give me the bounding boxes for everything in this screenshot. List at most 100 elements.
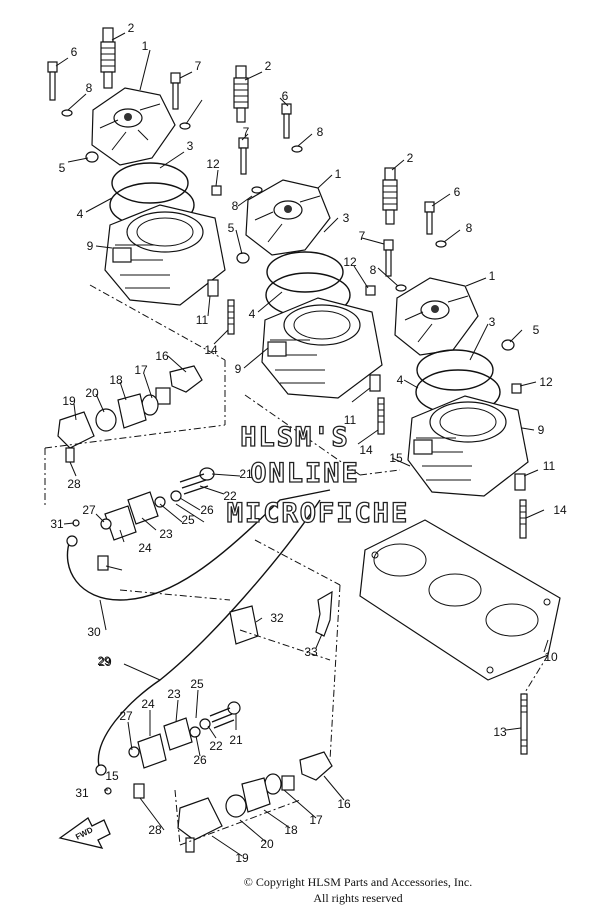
callout-label: 11: [344, 413, 357, 427]
callout-label: 5: [59, 161, 66, 175]
callout-label: 10: [544, 650, 558, 664]
callout-label: 4: [397, 373, 404, 387]
callout-label: 25: [181, 513, 195, 527]
callout-label: 23: [159, 527, 173, 541]
callout-label: 14: [204, 343, 218, 357]
callout-label: 30: [87, 625, 101, 639]
callout-label: 14: [359, 443, 373, 457]
cylinder-assembly-right: [382, 167, 529, 539]
callout-label: 18: [284, 823, 298, 837]
callout-label: 19: [235, 851, 249, 865]
callout-label: 3: [343, 211, 350, 225]
callout-label: 8: [232, 199, 239, 213]
callout-label: 16: [337, 797, 351, 811]
exhaust-valve-assembly-upper: [57, 365, 215, 571]
callout-label: 6: [71, 45, 78, 59]
callout-label: 16: [155, 349, 169, 363]
callout-label: 31: [50, 517, 64, 531]
callout-label: 28: [148, 823, 162, 837]
stud-bolt-part: [520, 693, 528, 755]
washer-part: [61, 109, 73, 117]
exhaust-valve-assembly-lower: [104, 701, 333, 853]
callout-label: 12: [539, 375, 553, 389]
callout-label: 12: [343, 255, 357, 269]
callout-label: 2: [265, 59, 272, 73]
copyright-line: © Copyright HLSM Parts and Accessories, …: [244, 875, 472, 889]
cylinder-assembly-middle: [233, 65, 385, 435]
callout-label: 32: [270, 611, 284, 625]
forward-direction-arrow-icon: FWD: [58, 817, 111, 849]
callout-label: 7: [359, 229, 366, 243]
callout-label: 25: [190, 677, 204, 691]
callout-label: 27: [119, 709, 133, 723]
callout-label: 26: [200, 503, 214, 517]
callout-label: 8: [370, 263, 377, 277]
callout-label: 5: [533, 323, 540, 337]
callout-label: 18: [109, 373, 123, 387]
callout-label: 21: [229, 733, 243, 747]
callout-label: 8: [317, 125, 324, 139]
callout-label: 17: [134, 363, 148, 377]
callout-label: 9: [87, 239, 94, 253]
callout-label: 20: [260, 837, 274, 851]
callout-label: 1: [489, 269, 496, 283]
callout-label: 17: [309, 813, 323, 827]
callout-label: 3: [187, 139, 194, 153]
bolt-part: [47, 61, 58, 101]
callout-label: 12: [206, 157, 220, 171]
callout-label: 8: [86, 81, 93, 95]
lever-part: [315, 590, 333, 637]
callout-label: 15: [105, 769, 119, 783]
callout-label: 31: [75, 786, 89, 800]
cylinder-base-gasket-part: [359, 519, 561, 681]
callout-label: 4: [77, 207, 84, 221]
callout-label: 14: [553, 503, 567, 517]
callout-label: 22: [209, 739, 223, 753]
callout-label: 3: [489, 315, 496, 329]
spark-plug-part: [100, 27, 116, 89]
watermark-line: HLSM'S: [240, 422, 350, 453]
callout-label: 6: [282, 89, 289, 103]
callout-label: 28: [67, 477, 81, 491]
callout-label: 24: [138, 541, 152, 555]
callout-label: 9: [235, 362, 242, 376]
callout-label: 33: [304, 645, 318, 659]
cylinder-assembly-left: [47, 27, 235, 335]
copyright-line: All rights reserved: [313, 891, 402, 905]
callout-label: 7: [195, 59, 202, 73]
cable-part: [66, 489, 331, 601]
callout-label: 27: [82, 503, 96, 517]
callout-label: 11: [543, 459, 556, 473]
callout-label: 7: [243, 125, 250, 139]
watermark-line: MICROFICHE: [227, 498, 410, 529]
watermark-line: ONLINE: [250, 458, 360, 489]
callout-label: 13: [493, 725, 507, 739]
callout-label: 19: [62, 394, 76, 408]
cylinder-head-cover-part: [91, 87, 176, 166]
cable-bracket-part: [229, 605, 259, 645]
callout-label: 6: [454, 185, 461, 199]
callout-label: 4: [249, 307, 256, 321]
cable-part: [97, 499, 321, 771]
callout-label: 24: [141, 697, 155, 711]
callout-label: 9: [538, 423, 545, 437]
callout-label: 8: [466, 221, 473, 235]
callout-label: 22: [223, 489, 237, 503]
phantom-lines: [44, 284, 549, 846]
callout-labels: 1 2 3 4 5 6 7 8 9 10 11 12 13 14 15 16 1…: [50, 21, 567, 865]
callout-label: 15: [389, 451, 403, 465]
callout-label: 1: [335, 167, 342, 181]
callout-label: 23: [167, 687, 181, 701]
callout-label: 2: [407, 151, 414, 165]
callout-label: 5: [228, 221, 235, 235]
callout-label: 29: [97, 654, 111, 668]
callout-label: 20: [85, 386, 99, 400]
callout-label: 1: [142, 39, 149, 53]
callout-label: 11: [196, 313, 209, 327]
leader-lines: [55, 32, 549, 857]
callout-label: 2: [128, 21, 135, 35]
watermark: HLSM'S ONLINE MICROFICHE: [226, 421, 410, 529]
callout-label: 21: [239, 467, 253, 481]
callout-label: 26: [193, 753, 207, 767]
